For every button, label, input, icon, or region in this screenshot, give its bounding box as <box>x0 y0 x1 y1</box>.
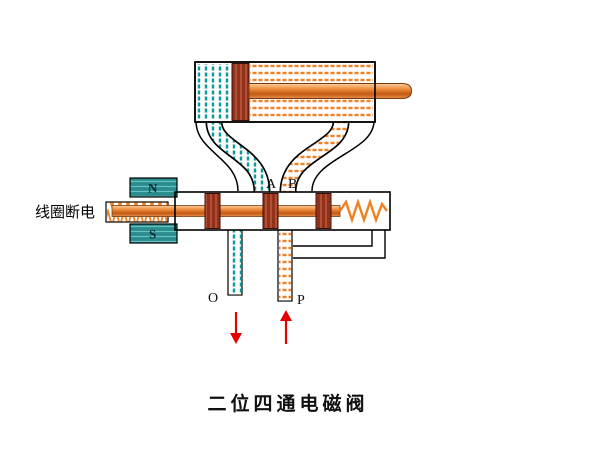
flow-in-arrowhead-icon <box>280 310 292 321</box>
flow-out-arrowhead-icon <box>230 333 242 344</box>
piston-rod <box>248 83 413 99</box>
magnet-south <box>129 223 178 244</box>
diagram-title: 二位四通电磁阀 <box>207 392 368 415</box>
piston <box>231 63 250 121</box>
pipe-p-fluid <box>279 229 291 301</box>
coil-state-label: 线圈断电 <box>35 204 95 221</box>
channel-a-fluid <box>207 121 269 193</box>
return-spring <box>339 198 388 224</box>
return-duct-outer <box>293 230 386 259</box>
magnet-south-label: S <box>149 227 156 242</box>
pipe-o-fluid <box>229 229 241 295</box>
spool-rod <box>111 205 341 217</box>
spool-land-left <box>204 193 221 229</box>
funnel-outer-wall-left <box>195 120 239 192</box>
spool-land-right <box>315 193 332 229</box>
labels: 线圈断电 N S A B O P <box>35 177 305 308</box>
cylinder-outline <box>194 61 376 123</box>
port-b-label: B <box>288 177 297 192</box>
cylinder-chamber-left <box>197 64 233 120</box>
flow-arrows <box>230 310 292 344</box>
channel-b-fluid <box>281 121 348 193</box>
spool-land-middle <box>262 193 279 229</box>
port-p-label: P <box>297 293 305 308</box>
return-duct-inner <box>293 230 373 247</box>
magnet-north <box>129 177 178 198</box>
lower-pipes <box>227 228 386 302</box>
valve-outline <box>174 191 391 231</box>
magnet-north-label: N <box>148 181 158 196</box>
port-a-label: A <box>266 177 277 192</box>
funnel-channels <box>195 120 375 193</box>
port-o-label: O <box>208 291 218 306</box>
funnel-outer-wall-right <box>311 120 375 192</box>
valve <box>105 177 391 244</box>
cylinder <box>194 61 413 123</box>
